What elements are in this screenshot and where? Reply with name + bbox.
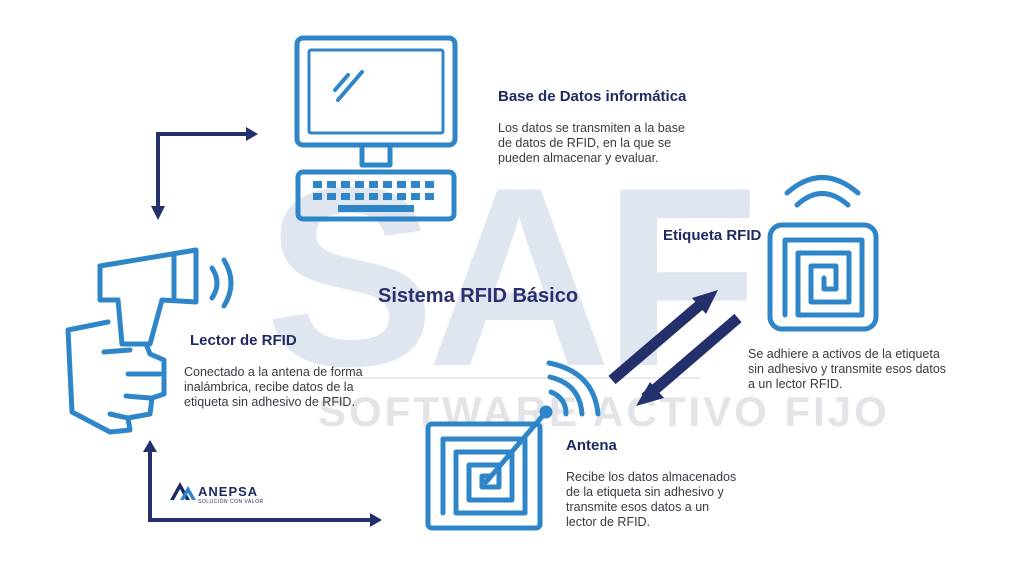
arrowhead-database <box>246 127 258 141</box>
reader-line: etiqueta sin adhesivo de RFID. <box>184 395 355 409</box>
database-line: Los datos se transmiten a la base <box>498 121 685 135</box>
computer-icon <box>294 35 458 222</box>
tag-line: a un lector RFID. <box>748 377 843 391</box>
reader-heading: Lector de RFID <box>190 332 297 349</box>
watermark-logo: SAF <box>265 135 759 420</box>
reader-description: Conectado a la antena de forma inalámbri… <box>184 365 363 410</box>
database-description: Los datos se transmiten a la base de dat… <box>498 121 685 166</box>
reader-line: inalámbrica, recibe datos de la <box>184 380 354 394</box>
arrowhead-reader-top <box>151 206 165 220</box>
database-line: de datos de RFID, en la que se <box>498 136 672 150</box>
anepsa-logo-mark <box>170 482 196 500</box>
antenna-line: Recibe los datos almacenados <box>566 470 737 484</box>
diagram-title: Sistema RFID Básico <box>378 285 579 307</box>
database-line: pueden almacenar y evaluar. <box>498 151 659 165</box>
antenna-line: lector de RFID. <box>566 515 651 529</box>
antenna-description: Recibe los datos almacenados de la etiqu… <box>566 470 736 530</box>
tag-description: Se adhiere a activos de la etiqueta sin … <box>748 347 946 392</box>
rfid-reader-icon <box>65 247 234 435</box>
antenna-line: de la etiqueta sin adhesivo y <box>566 485 724 499</box>
reader-line: Conectado a la antena de forma <box>184 365 363 379</box>
rfid-tag-icon <box>767 175 879 332</box>
antenna-icon <box>425 360 601 531</box>
anepsa-logo-name: ANEPSA <box>198 484 259 499</box>
arrowhead-antenna <box>370 513 382 527</box>
arrow-tag-to-antenna <box>636 313 742 406</box>
arrow-reader-to-database <box>156 132 246 212</box>
watermark-subtitle: SOFTWARE ACTIVO FIJO <box>318 388 890 435</box>
tag-heading: Etiqueta RFID <box>663 227 762 244</box>
tag-line: Se adhiere a activos de la etiqueta <box>748 347 940 361</box>
arrowhead-reader-bottom <box>143 440 157 452</box>
arrow-antenna-to-tag <box>608 290 718 385</box>
database-heading: Base de Datos informática <box>498 88 687 105</box>
arrow-reader-to-antenna <box>148 448 370 522</box>
anepsa-logo-tagline: SOLUCIÓN CON VALOR <box>198 499 264 505</box>
tag-line: sin adhesivo y transmite esos datos <box>748 362 947 376</box>
keyboard-keys <box>313 181 434 212</box>
antenna-line: transmite esos datos a un <box>566 500 710 514</box>
antenna-heading: Antena <box>566 437 617 454</box>
